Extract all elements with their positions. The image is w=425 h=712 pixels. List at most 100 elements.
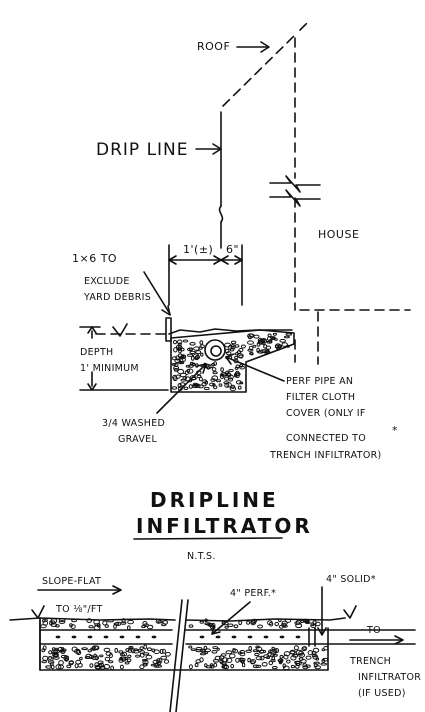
gravel-stone [312,620,317,626]
gravel-stone [283,335,290,339]
gravel-stone [66,664,72,669]
gravel-stone [53,656,60,660]
gravel-stone [250,660,256,665]
gravel-stone [189,347,193,351]
title-line2: INFILTRATOR [136,514,313,538]
gravel-stone [263,350,271,354]
gravel-stone [113,622,120,626]
gravel-arrow [156,363,207,414]
gravel-stone [314,665,322,670]
gravel-stone [192,353,200,359]
dimension-1ft-label: 1'(±) [183,243,213,256]
gravel-stone [206,623,214,626]
gravel-stone [313,663,318,668]
gravel-stone [120,657,127,661]
gravel-stone [89,663,94,668]
gravel-stone [189,350,196,354]
gravel-stone [213,662,218,668]
gravel-stone [152,659,160,665]
to-label: TO [366,625,381,636]
gravel-stone [275,343,281,349]
to-arrow [349,635,404,645]
gravel-stone [241,662,246,668]
gravel-stone [143,644,147,650]
gravel-stone [175,344,182,350]
gravel-stone [279,338,287,343]
gravel-stone [302,665,309,670]
gravel-stone [142,659,149,665]
gravel-stone [61,648,67,652]
gravel-stone [230,663,235,669]
upper-trench [170,329,295,393]
gravel-stone [257,624,264,629]
gravel-stone [298,657,304,661]
gravel-stone [79,656,83,661]
gravel-stone [253,334,260,339]
gravel-stone [145,654,153,660]
gravel-stone [196,374,202,379]
board-1x6 [165,317,172,342]
gravel-stone [219,659,225,664]
wall-break-symbol [269,175,321,207]
gravel-stone [124,656,128,661]
gravel-stone [256,342,261,347]
gravel-stone [212,383,216,387]
pipe-hole [135,635,141,639]
gravel-stone [97,660,104,665]
gravel-stone [58,660,64,666]
gravel-stone [216,647,220,651]
dripline-vertical [218,111,224,249]
slope-arrow [37,585,122,595]
gravel-stone [71,646,78,652]
gravel-stone [114,621,122,627]
pipe-hole [231,635,237,639]
gravel-stone [304,621,311,624]
pipe-hole [199,635,205,639]
gravel-stone [177,368,185,375]
gravel-stone [222,663,228,669]
gravel-stone [232,648,236,653]
gravel-stone [320,662,328,666]
gravel-stone [257,350,264,354]
slope-label-line2: TO ⅛"/FT [55,604,103,615]
gravel-stone [163,659,170,664]
gravel-stone [150,663,157,667]
gravel-stone [68,660,74,666]
gravel-stone [272,332,277,336]
gravel-stone [228,653,236,659]
gravel-stone [323,646,329,651]
gravel-stone [312,647,320,653]
gravel-stone [279,654,284,659]
trench-label-line3: (IF USED) [358,688,406,699]
gravel-stone [240,344,246,349]
gravel-stone [209,625,216,630]
gravel-stone [179,347,185,352]
house-wall [294,37,411,365]
gravel-stone [259,655,265,661]
gravel-stone [210,378,216,382]
gravel-stone [107,619,114,623]
gravel-stone [290,664,295,669]
gravel-stone [120,653,125,657]
gravel-stone [225,650,233,655]
gravel-stone [94,662,99,667]
gravel-stone [302,663,308,668]
gravel-stone [161,623,167,627]
lower-pipe [39,627,416,647]
gravel-stone [172,376,178,382]
gravel-stone [261,662,268,667]
gravel-stone [139,664,145,670]
gravel-stone [108,652,113,659]
lower-trench-gravel [40,618,329,671]
slope-label-line1: SLOPE-FLAT [42,576,101,587]
gravel-stone [50,623,58,627]
gravel-stone [248,333,255,338]
solid-pipe-arrow [317,586,327,636]
gravel-stone [220,367,224,373]
gravel-stone [266,340,273,344]
gravel-stone [171,356,178,361]
gravel-stone [157,620,164,624]
gravel-stone [216,379,221,383]
gravel-stone [139,650,145,655]
